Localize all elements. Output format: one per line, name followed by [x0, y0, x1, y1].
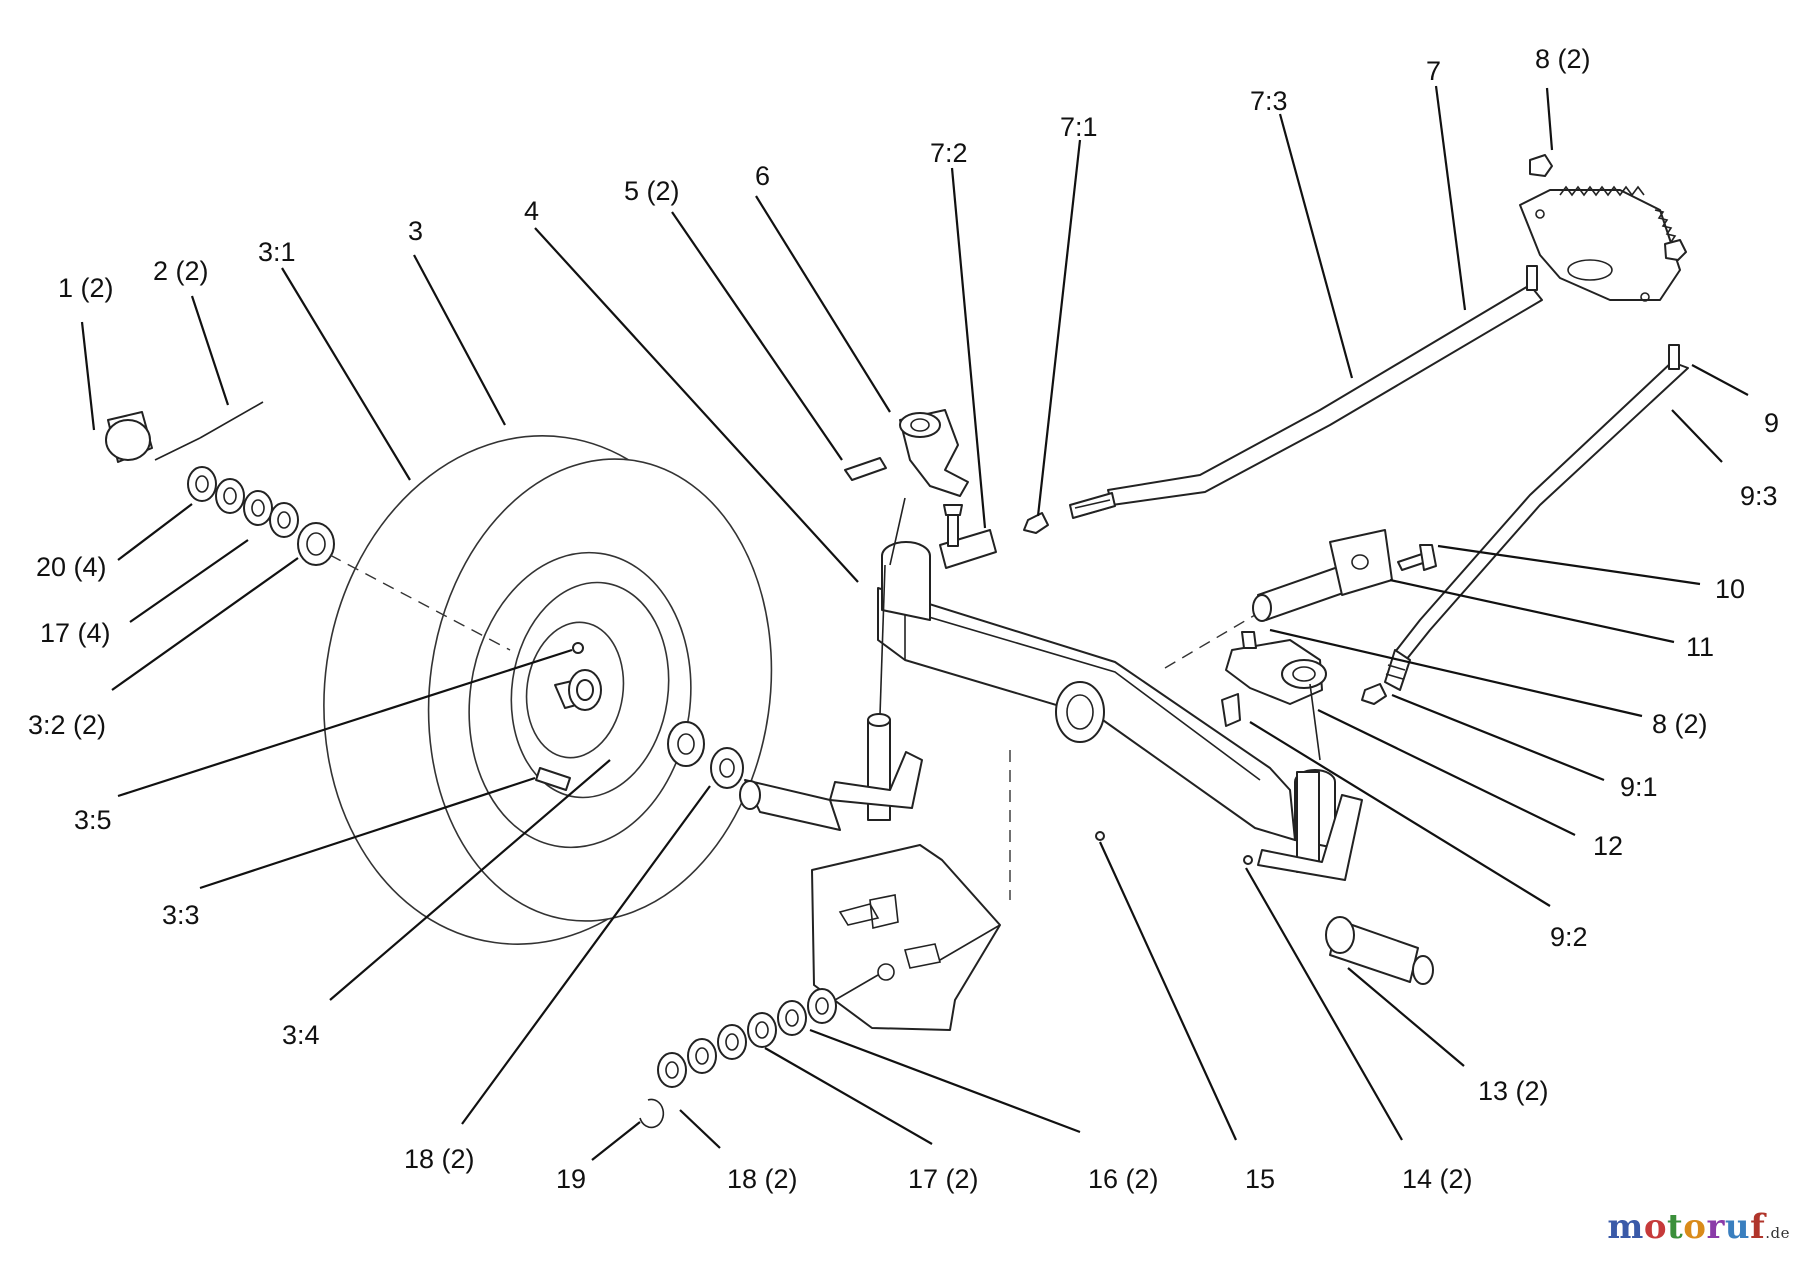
label-12: 12	[1593, 831, 1623, 861]
label-13: 13 (2)	[1478, 1076, 1549, 1106]
watermark-letter: f	[1750, 1207, 1766, 1247]
label-10: 10	[1715, 574, 1745, 604]
watermark-letter: r	[1706, 1207, 1725, 1247]
label-3-4: 3:4	[282, 1020, 320, 1050]
label-1: 1 (2)	[58, 273, 114, 303]
label-4: 4	[524, 196, 539, 226]
hex-nut-top	[1529, 154, 1553, 177]
hex-nut-right	[1664, 239, 1687, 261]
label-6: 6	[755, 161, 770, 191]
axle-support-bracket	[811, 844, 1001, 1031]
label-3-3: 3:3	[162, 900, 200, 930]
grease-fitting-15	[1095, 831, 1105, 841]
cotter-pin	[199, 401, 264, 439]
nut	[1023, 512, 1049, 534]
spindle-right	[1257, 771, 1434, 985]
label-3-2: 3:2 (2)	[28, 710, 106, 740]
label-5: 5 (2)	[624, 176, 680, 206]
steering-link	[1221, 631, 1327, 761]
label-19: 19	[556, 1164, 586, 1194]
dust-cap	[105, 411, 153, 463]
axle-pivot-boss	[1055, 681, 1105, 743]
leader-lines	[80, 85, 1749, 1161]
watermark-letter: u	[1724, 1207, 1751, 1247]
label-17-bottom: 17 (2)	[908, 1164, 979, 1194]
front-axle	[877, 541, 1336, 849]
part-labels: 1 (2) 2 (2) 3:1 3 4 5 (2) 6 7:2 7:1 7:3 …	[28, 44, 1779, 1194]
label-11: 11	[1686, 632, 1714, 662]
watermark-letter: o	[1683, 1207, 1707, 1247]
label-18-left: 18 (2)	[404, 1144, 475, 1174]
label-3-5: 3:5	[74, 805, 112, 835]
label-3: 3	[408, 216, 423, 246]
watermark-tld: .de	[1765, 1224, 1790, 1242]
label-8-top: 8 (2)	[1535, 44, 1591, 74]
label-7: 7	[1426, 56, 1441, 86]
label-9: 9	[1764, 408, 1779, 438]
e-clip	[639, 1098, 665, 1129]
label-2: 2 (2)	[153, 256, 209, 286]
valve-stem	[535, 767, 571, 791]
watermark-letter: o	[1643, 1207, 1668, 1247]
washer-stack-bottom	[639, 988, 837, 1129]
label-9-1: 9:1	[1620, 772, 1658, 802]
flange-nut	[1361, 683, 1387, 705]
label-9-2: 9:2	[1550, 922, 1588, 952]
grease-fitting-14	[1243, 855, 1253, 865]
wheel-bearing	[297, 522, 335, 566]
grease-fitting	[572, 642, 584, 654]
watermark-letter: m	[1607, 1207, 1644, 1247]
sector-gear-plate	[1519, 154, 1687, 302]
spindle-washer	[667, 721, 705, 767]
label-20: 20 (4)	[36, 552, 107, 582]
ball-joint-right	[1221, 693, 1241, 727]
washer-stack-left	[187, 466, 335, 566]
label-18-bottom: 18 (2)	[727, 1164, 798, 1194]
pivot-bolt-assembly	[1252, 529, 1437, 705]
pin	[844, 457, 887, 481]
label-14: 14 (2)	[1402, 1164, 1473, 1194]
label-3-1: 3:1	[258, 237, 296, 267]
watermark-letter: t	[1667, 1207, 1684, 1247]
ball-joint-left	[939, 504, 997, 569]
label-16: 16 (2)	[1088, 1164, 1159, 1194]
label-9-3: 9:3	[1740, 481, 1778, 511]
label-7-1: 7:1	[1060, 112, 1098, 142]
wheel-assembly	[323, 435, 773, 945]
label-17-left: 17 (4)	[40, 618, 111, 648]
tie-rod	[1384, 344, 1689, 691]
label-7-3: 7:3	[1250, 86, 1288, 116]
steering-arm	[899, 409, 969, 497]
label-8-right: 8 (2)	[1652, 709, 1708, 739]
watermark-logo: motoruf.de	[1607, 1207, 1790, 1247]
spindle-left	[739, 713, 923, 831]
wheel-hub	[554, 669, 602, 711]
drag-link	[1023, 284, 1543, 534]
label-7-2: 7:2	[930, 138, 968, 168]
label-15: 15	[1245, 1164, 1275, 1194]
